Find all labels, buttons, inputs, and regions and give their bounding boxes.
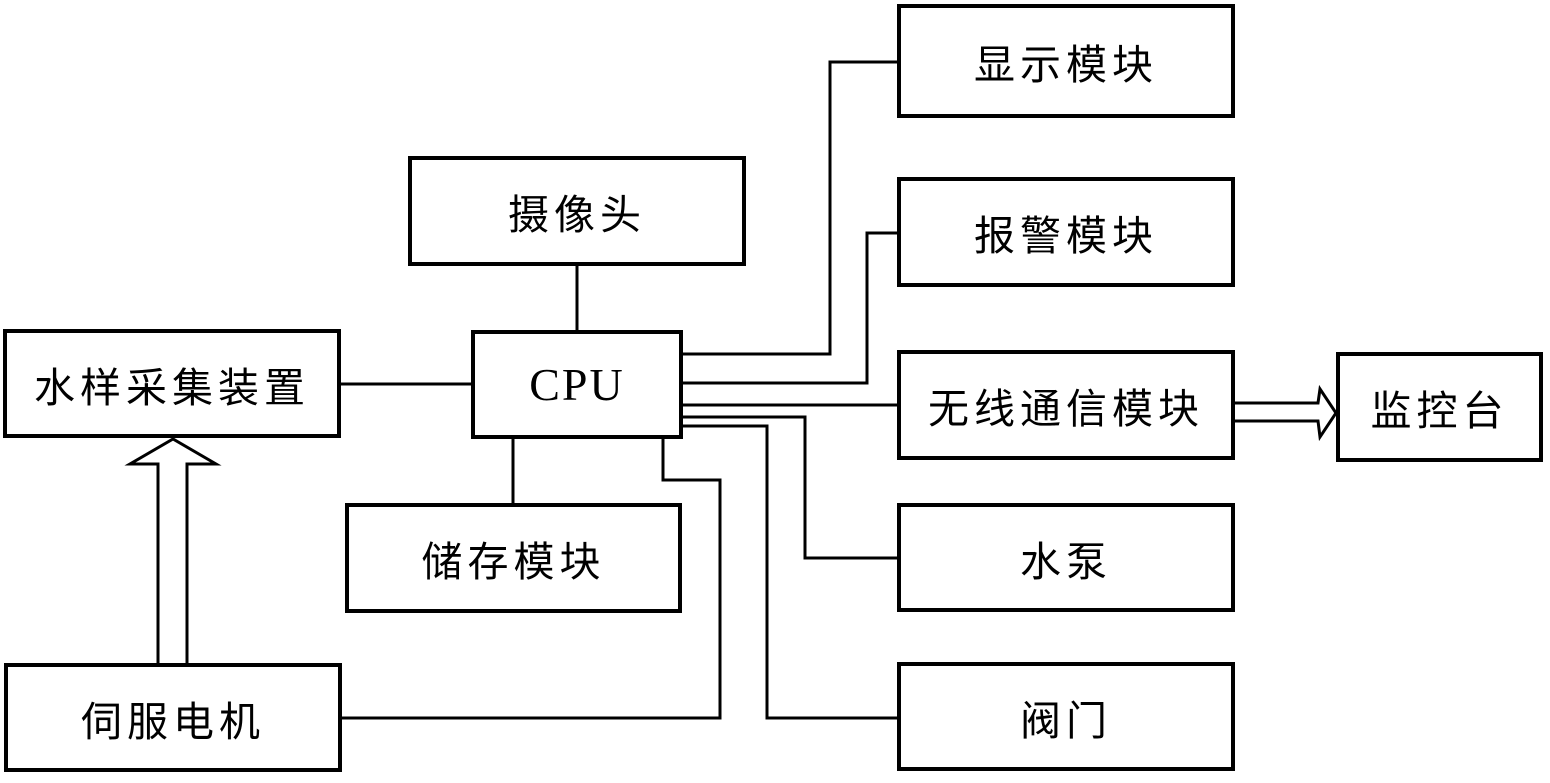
edge-servo-watersample-hollow-arrow	[124, 437, 222, 663]
node-alarm-module: 报警模块	[897, 177, 1235, 287]
node-water-pump: 水泵	[897, 503, 1235, 612]
node-water-sample-device: 水样采集装置	[3, 329, 341, 438]
node-camera: 摄像头	[408, 156, 746, 266]
node-servo-motor: 伺服电机	[4, 663, 342, 772]
node-valve: 阀门	[897, 662, 1235, 771]
edge-cpu-alarm	[683, 231, 897, 385]
node-wireless-comm-module: 无线通信模块	[897, 350, 1235, 460]
edge-cpu-valve	[683, 424, 897, 720]
edge-wireless-monitor-hollow-arrow	[1235, 384, 1338, 442]
edge-cpu-servo	[342, 439, 722, 720]
node-cpu: CPU	[471, 330, 683, 439]
node-monitor-console: 监控台	[1336, 352, 1543, 462]
edge-cpu-pump	[683, 415, 897, 560]
node-storage-module: 储存模块	[345, 503, 682, 613]
node-display-module: 显示模块	[897, 4, 1235, 118]
edge-cpu-display	[683, 60, 897, 356]
